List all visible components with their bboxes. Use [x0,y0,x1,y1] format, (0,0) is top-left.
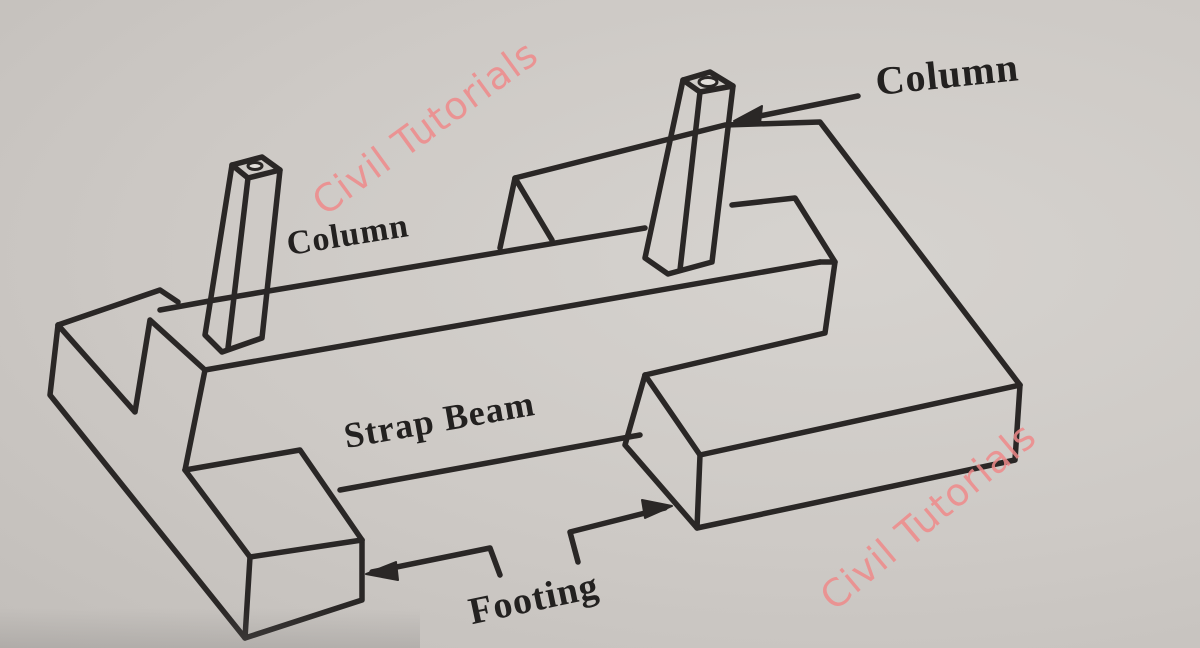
page-shadow [0,608,420,648]
right-column [642,69,736,277]
right-footing [497,119,1023,531]
column-leader-arrow [733,93,861,125]
footing-left-leader-arrow [365,545,503,581]
left-footing [47,287,365,641]
footing-right-leader-arrow [567,499,673,565]
left-column [202,154,283,355]
strap-beam [157,195,838,493]
